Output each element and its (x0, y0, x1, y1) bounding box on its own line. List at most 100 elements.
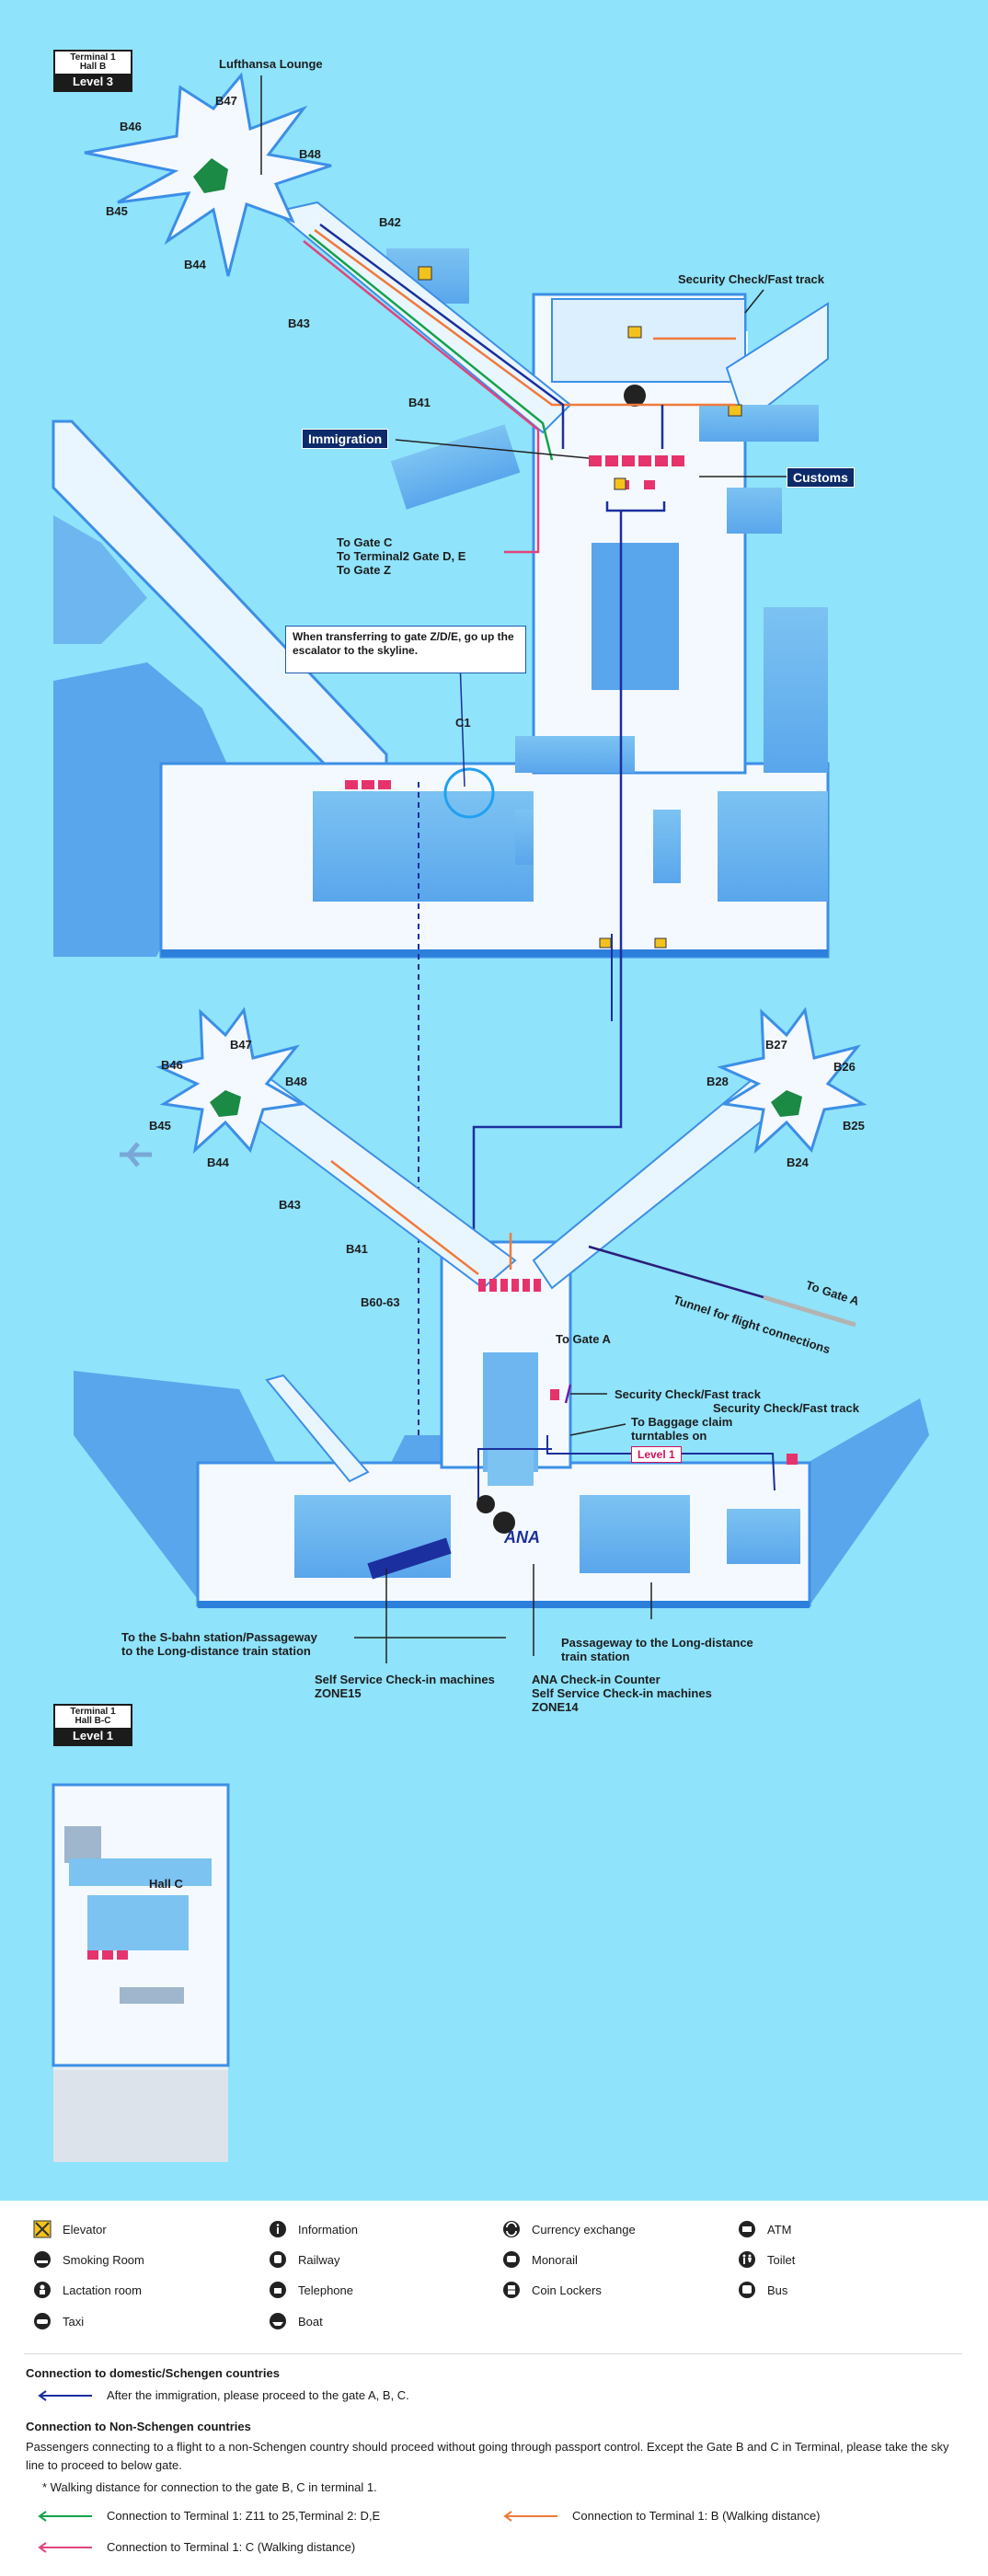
legend-label: Railway (298, 2252, 340, 2267)
legend-divider (24, 2353, 962, 2354)
level1-structure (74, 1006, 929, 1663)
legend-label: Lactation room (63, 2283, 142, 2297)
legend-label: Currency exchange (532, 2222, 636, 2237)
legend-label: Information (298, 2222, 359, 2237)
legend-bus: Bus (738, 2280, 787, 2300)
legend-label: Smoking Room (63, 2252, 144, 2267)
lufthansa-lounge-label: Lufthansa Lounge (219, 57, 323, 71)
pink-arrow-line (37, 2541, 94, 2554)
smoking-room-icon (33, 2250, 52, 2269)
l1-gate-b45: B45 (149, 1119, 171, 1133)
schengen-title: Connection to domestic/Schengen countrie… (26, 2366, 280, 2380)
walking-note: * Walking distance for connection to the… (42, 2480, 377, 2494)
zone14-label: ANA Check-in Counter Self Service Check-… (532, 1673, 712, 1714)
l1-gate-b47: B47 (230, 1038, 252, 1052)
telephone-icon (269, 2281, 287, 2299)
l1-gate-b48: B48 (285, 1075, 307, 1088)
legend-label: Boat (298, 2314, 323, 2329)
legend-currency: Currency exchange (502, 2219, 636, 2239)
railway-icon (269, 2250, 287, 2269)
map-drawing (52, 72, 929, 2162)
l1-gate-b27: B27 (765, 1038, 787, 1052)
legend-railway: Railway (269, 2249, 340, 2270)
green-line-item: Connection to Terminal 1: Z11 to 25,Term… (37, 2509, 380, 2523)
level3-badge-terminal: Terminal 1 Hall B (70, 52, 116, 72)
legend-label: Coin Lockers (532, 2283, 602, 2297)
legend-monorail: Monorail (502, 2249, 578, 2270)
l1-gate-b26: B26 (833, 1060, 856, 1074)
legend-label: Elevator (63, 2222, 107, 2237)
taxi-icon (33, 2312, 52, 2330)
sbahn-label: To the S-bahn station/Passageway to the … (121, 1630, 317, 1658)
customs-tag: Customs (787, 467, 855, 488)
l1-gate-b60-63: B60-63 (361, 1295, 400, 1309)
lactation-room-icon (33, 2281, 52, 2299)
legend-toilet: Toilet (738, 2249, 795, 2270)
security-check-level3: Security Check/Fast track (678, 272, 824, 286)
legend-label: ATM (767, 2222, 792, 2237)
baggage-claim-label: To Baggage claim turntables on (631, 1415, 733, 1443)
l1-gate-b25: B25 (843, 1119, 865, 1133)
toilet-icon (738, 2250, 756, 2269)
gate-c1: C1 (455, 716, 471, 730)
transfer-note: When transferring to gate Z/D/E, go up t… (285, 626, 526, 673)
level3-badge-level: Level 3 (55, 74, 131, 90)
orange-line-text: Connection to Terminal 1: B (Walking dis… (572, 2509, 821, 2523)
green-line-text: Connection to Terminal 1: Z11 to 25,Term… (107, 2509, 381, 2523)
zone15-label: Self Service Check-in machines ZONE15 (315, 1673, 495, 1700)
security-check-2: Security Check/Fast track (713, 1401, 859, 1415)
level3-badge: Terminal 1 Hall B Level 3 (53, 50, 132, 92)
legend-information: Information (269, 2219, 358, 2239)
l1-gate-b28: B28 (707, 1075, 729, 1088)
legend-label: Telephone (298, 2283, 353, 2297)
pink-line-text: Connection to Terminal 1: C (Walking dis… (107, 2540, 356, 2554)
l1-gate-b24: B24 (787, 1156, 809, 1169)
legend-taxi: Taxi (33, 2311, 84, 2331)
legend-coin-lockers: Coin Lockers (502, 2280, 602, 2300)
level3-structure (52, 72, 830, 1477)
gate-b44: B44 (184, 258, 206, 271)
gate-b46: B46 (120, 120, 142, 133)
terminal-map: Terminal 1 Hall B Level 3 Terminal 1 Hal… (0, 0, 988, 2201)
l1-gate-b43: B43 (279, 1198, 301, 1212)
gate-b45: B45 (106, 204, 128, 218)
green-arrow-line (37, 2510, 94, 2523)
monorail-icon (502, 2250, 521, 2269)
immigration-tag: Immigration (302, 429, 389, 449)
schengen-line-text: After the immigration, please proceed to… (107, 2388, 409, 2402)
l1-gate-b41: B41 (346, 1242, 368, 1256)
passageway-label: Passageway to the Long-distance train st… (561, 1636, 753, 1663)
legend-lactation: Lactation room (33, 2280, 142, 2300)
legend-label: Monorail (532, 2252, 578, 2267)
ana-logo: ANA (504, 1528, 540, 1547)
hallc-label: Hall C (149, 1877, 183, 1891)
currency-exchange-icon (502, 2220, 521, 2238)
non-schengen-text: Passengers connecting to a flight to a n… (26, 2440, 949, 2472)
hallc-badge-terminal: Terminal 1 Hall B-C (70, 1707, 116, 1726)
hallc-badge-level: Level 1 (55, 1728, 131, 1744)
atm-icon (738, 2220, 756, 2238)
security-check-1: Security Check/Fast track (615, 1387, 761, 1401)
legend-telephone: Telephone (269, 2280, 353, 2300)
level1-tag: Level 1 (631, 1446, 682, 1463)
legend: Elevator Information Currency exchange A… (0, 2201, 988, 2576)
to-gates-label: To Gate C To Terminal2 Gate D, E To Gate… (337, 535, 466, 577)
blue-arrow-line (37, 2389, 94, 2402)
non-schengen-title: Connection to Non-Schengen countries (26, 2420, 251, 2433)
hallc-structure (52, 1783, 230, 2162)
schengen-line-item: After the immigration, please proceed to… (37, 2388, 409, 2402)
boat-icon (269, 2312, 287, 2330)
gate-b47: B47 (215, 94, 237, 108)
hallc-badge: Terminal 1 Hall B-C Level 1 (53, 1704, 132, 1746)
gate-b48: B48 (299, 147, 321, 161)
coin-lockers-icon (502, 2281, 521, 2299)
legend-atm: ATM (738, 2219, 791, 2239)
bus-icon (738, 2281, 756, 2299)
legend-elevator: Elevator (33, 2219, 107, 2239)
orange-arrow-line (502, 2510, 559, 2523)
legend-boat: Boat (269, 2311, 323, 2331)
elevator-icon (33, 2220, 52, 2238)
orange-line-item: Connection to Terminal 1: B (Walking dis… (502, 2509, 821, 2523)
legend-label: Bus (767, 2283, 788, 2297)
legend-label: Taxi (63, 2314, 85, 2329)
